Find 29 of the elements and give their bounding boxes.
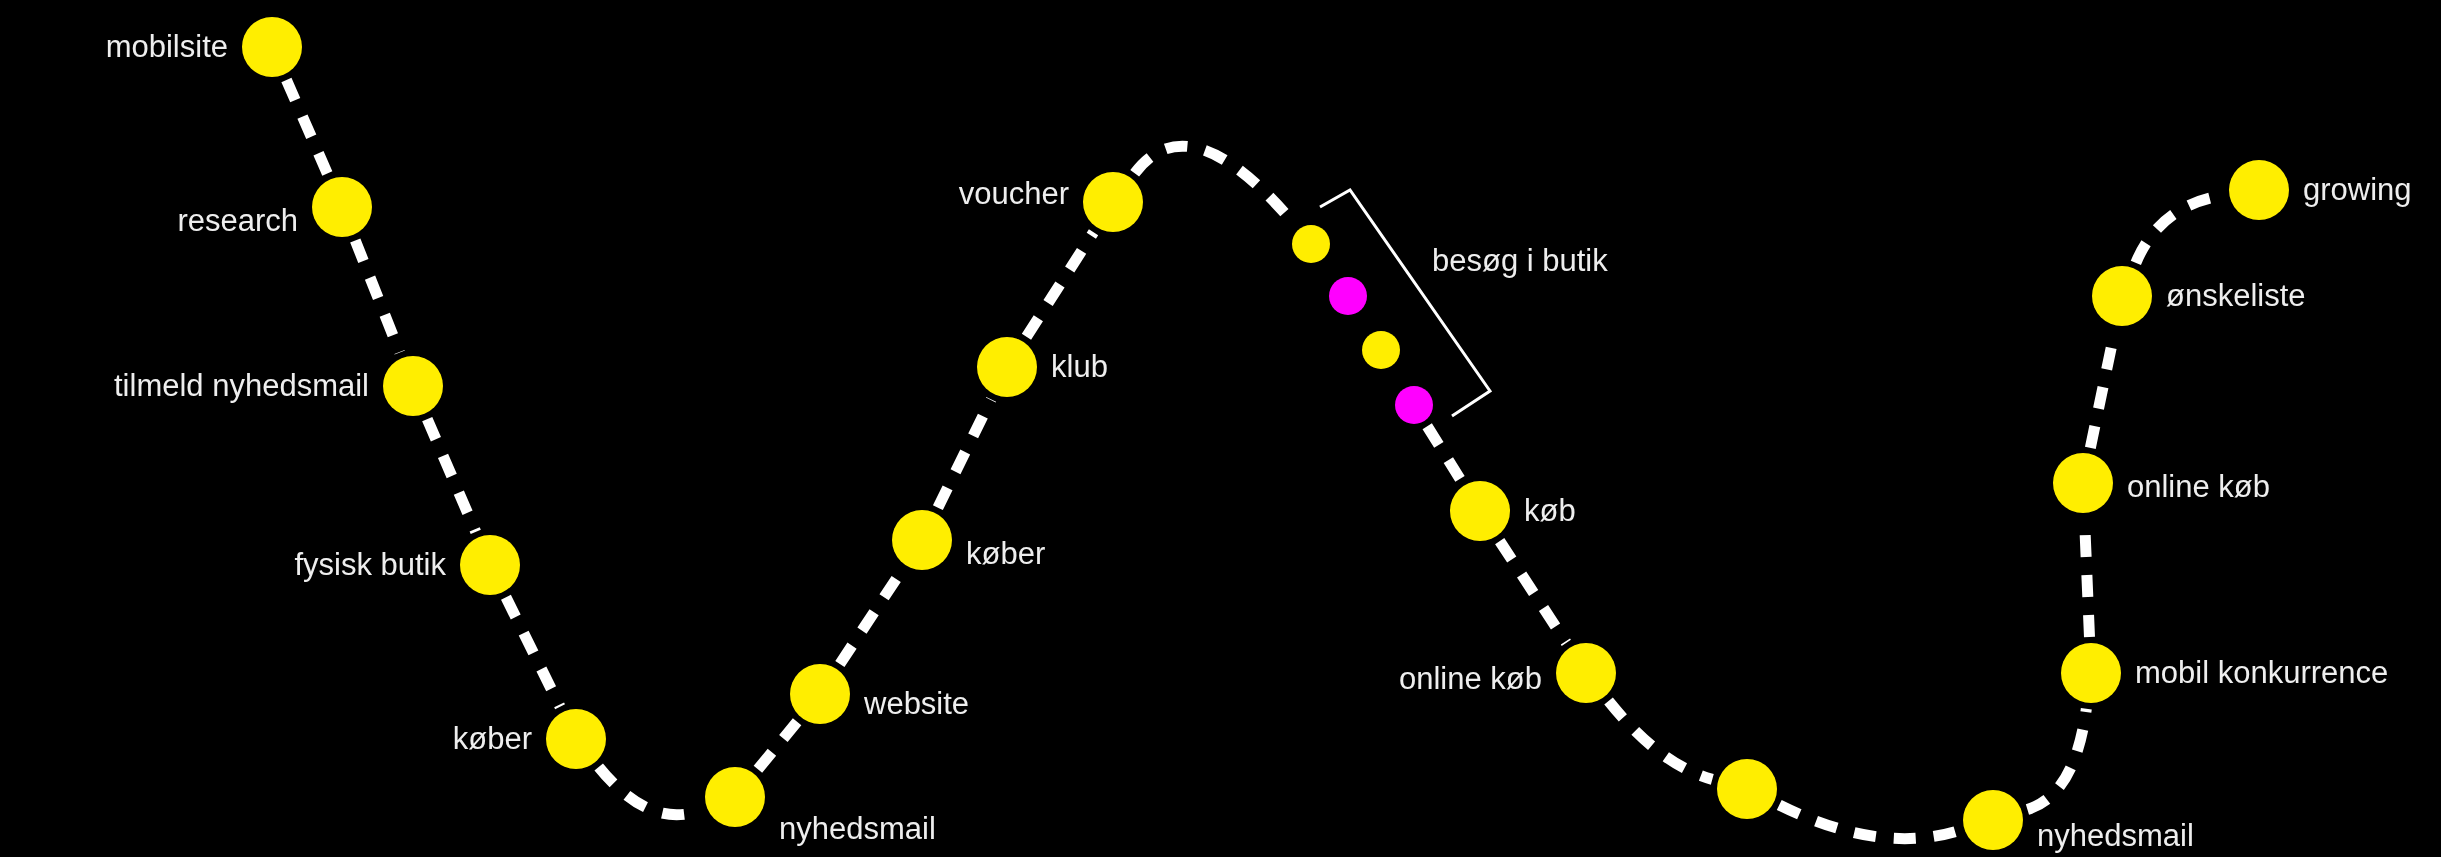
- stop-label: mobil konkurrence: [2135, 657, 2389, 688]
- stop-label: nyhedsmail: [2037, 820, 2194, 851]
- stop-label: klub: [1051, 351, 1108, 382]
- stop-label: køber: [966, 538, 1046, 569]
- dashed-path: [1422, 423, 1466, 484]
- stop-label: online køb: [2127, 471, 2271, 502]
- stop-label: tilmeld nyhedsmail: [114, 370, 369, 401]
- dashed-path: [2025, 707, 2092, 815]
- stop-label: nyhedsmail: [779, 813, 936, 844]
- dashed-path: [1495, 538, 1571, 646]
- dashed-path: [281, 77, 333, 177]
- bracket-label: besøg i butik: [1432, 245, 1608, 276]
- dashed-path: [1021, 229, 1099, 340]
- dashed-path: [350, 238, 405, 355]
- stop-label: website: [864, 688, 970, 719]
- stop-label: ønskeliste: [2166, 280, 2306, 311]
- stop-label: voucher: [958, 178, 1069, 209]
- dashed-path: [422, 416, 481, 535]
- stop-label: køb: [1524, 495, 1576, 526]
- dashed-path: [501, 594, 565, 710]
- dashed-path: [753, 718, 802, 773]
- stop-label: mobilsite: [105, 31, 228, 62]
- dashed-path: [932, 396, 997, 511]
- stop-label: research: [177, 205, 298, 236]
- dashed-path: [1604, 697, 1714, 785]
- stop-label: fysisk butik: [294, 549, 446, 580]
- stop-label: køber: [452, 723, 532, 754]
- stop-label: online køb: [1398, 663, 1542, 694]
- stop-label: growing: [2303, 174, 2412, 205]
